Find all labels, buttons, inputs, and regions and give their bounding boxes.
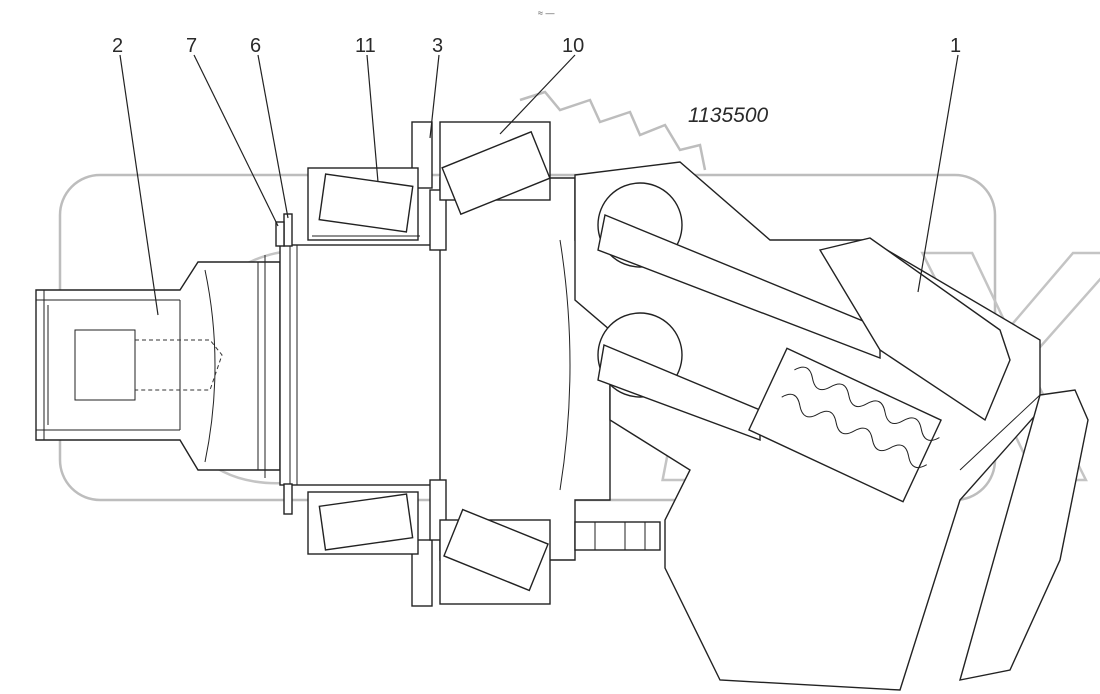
spring — [781, 366, 940, 469]
bearing-10-lower — [439, 508, 551, 605]
callout-labels: 2 7 6 11 3 10 1 — [112, 35, 961, 57]
corner-mark: ≈ — — [538, 8, 554, 18]
callout-1: 1 — [950, 35, 961, 57]
shaft-end — [35, 255, 281, 478]
callout-2: 2 — [112, 35, 123, 57]
callout-10: 10 — [562, 35, 584, 57]
bearing-11-upper — [307, 167, 420, 241]
bearing-11-lower — [307, 491, 419, 555]
flange-plate — [818, 237, 1089, 681]
callout-6: 6 — [250, 35, 261, 57]
leader-lines — [119, 54, 959, 316]
callout-3: 3 — [432, 35, 443, 57]
lower-slot-ring — [574, 521, 661, 551]
bearing-10-upper — [439, 121, 551, 216]
retaining-rings — [275, 213, 293, 515]
main-shaft — [279, 244, 451, 486]
part-number: 1135500 — [688, 104, 769, 127]
callout-7: 7 — [186, 35, 197, 57]
callout-11: 11 — [355, 35, 376, 57]
